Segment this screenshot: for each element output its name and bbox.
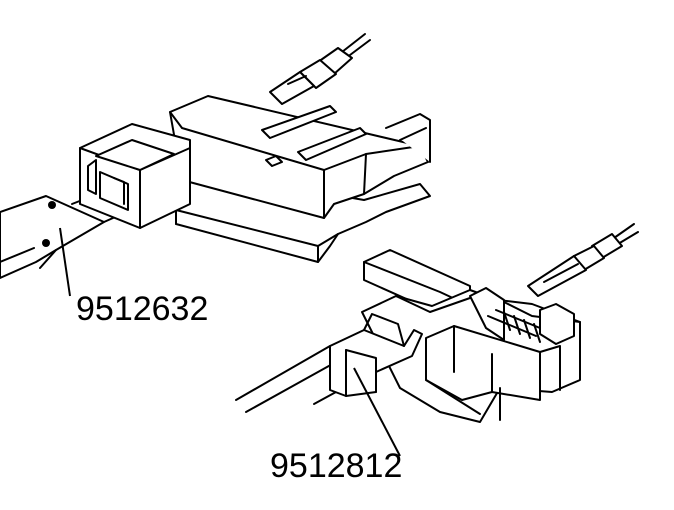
lower-flat-wire (235, 345, 339, 413)
lower-callout-line (353, 367, 401, 457)
upper-terminal-pin (269, 33, 371, 105)
upper-part-number-label: 9512632 (76, 290, 208, 328)
lower-connector-assembly (235, 223, 639, 457)
lower-terminal-pin (527, 223, 639, 297)
lower-front-bracket (329, 313, 423, 397)
lower-part-number-label: 9512812 (270, 447, 402, 485)
cable-contact-dot (42, 239, 50, 247)
upper-socket-front (79, 123, 191, 229)
upper-callout-line (59, 227, 71, 297)
upper-connector-housing (169, 95, 431, 219)
cable-contact-dot (48, 201, 56, 209)
lower-connector-housing (361, 287, 581, 423)
upper-connector-assembly (0, 33, 431, 297)
